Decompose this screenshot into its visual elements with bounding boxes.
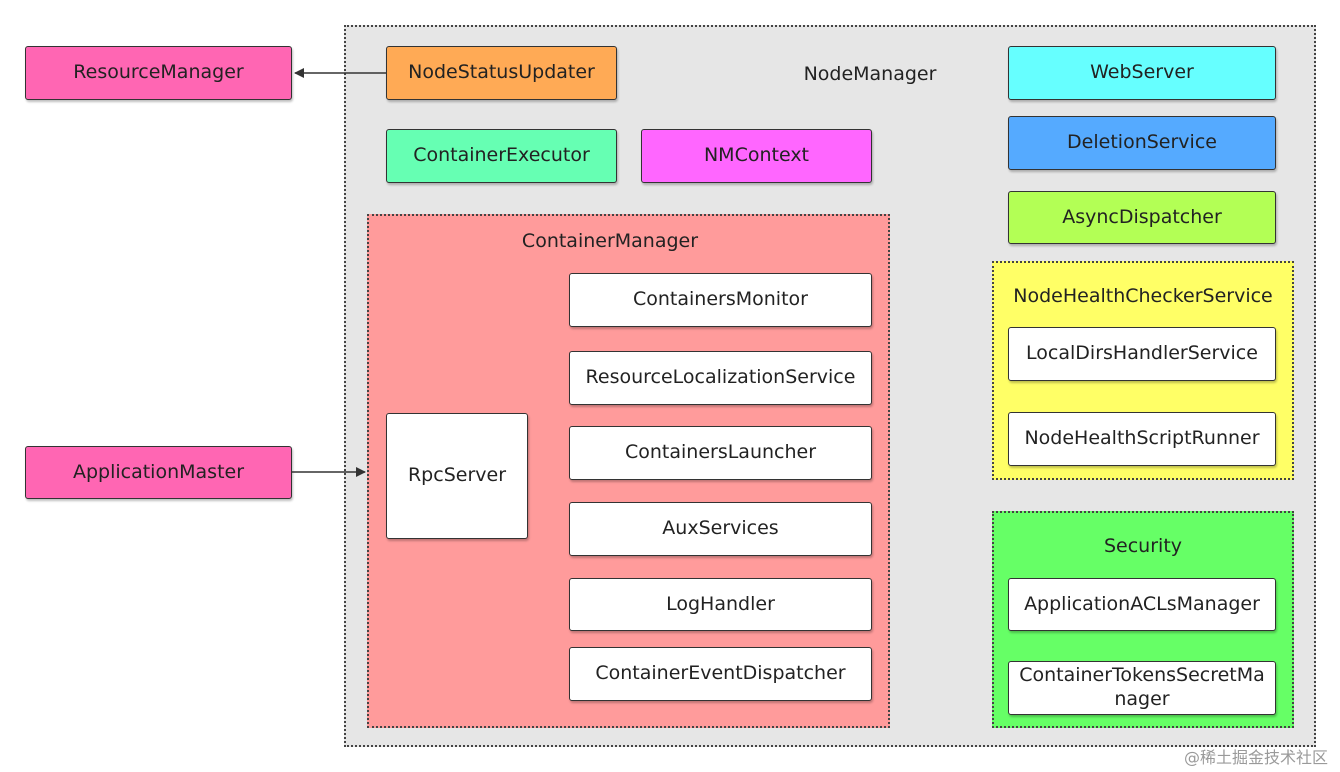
deletion-service-box: DeletionService — [1008, 116, 1276, 170]
containers-launcher-box: ContainersLauncher — [569, 426, 872, 480]
rpc-server-box: RpcServer — [386, 413, 528, 539]
local-dirs-handler-service-box: LocalDirsHandlerService — [1008, 327, 1276, 381]
resource-manager-box: ResourceManager — [25, 46, 292, 100]
container-tokens-secret-manager-box: ContainerTokensSecretManager — [1008, 661, 1276, 715]
application-acls-manager-box: ApplicationACLsManager — [1008, 578, 1276, 631]
async-dispatcher-box: AsyncDispatcher — [1008, 191, 1276, 244]
node-health-script-runner-box: NodeHealthScriptRunner — [1008, 412, 1276, 466]
application-master-box: ApplicationMaster — [25, 446, 292, 499]
watermark: @稀土掘金技术社区 — [1183, 748, 1328, 767]
containermanager-title: ContainerManager — [521, 230, 699, 252]
web-server-box: WebServer — [1008, 46, 1276, 100]
resource-localization-service-box: ResourceLocalizationService — [569, 351, 872, 405]
aux-services-box: AuxServices — [569, 502, 872, 556]
container-event-dispatcher-box: ContainerEventDispatcher — [569, 647, 872, 701]
log-handler-box: LogHandler — [569, 578, 872, 631]
nm-context-box: NMContext — [641, 129, 872, 183]
node-status-updater-box: NodeStatusUpdater — [386, 46, 617, 100]
containers-monitor-box: ContainersMonitor — [569, 273, 872, 327]
container-executor-box: ContainerExecutor — [386, 129, 617, 183]
nodemanager-title: NodeManager — [803, 63, 937, 85]
nodehealth-title: NodeHealthCheckerService — [1013, 285, 1273, 307]
security-title: Security — [1103, 535, 1183, 557]
